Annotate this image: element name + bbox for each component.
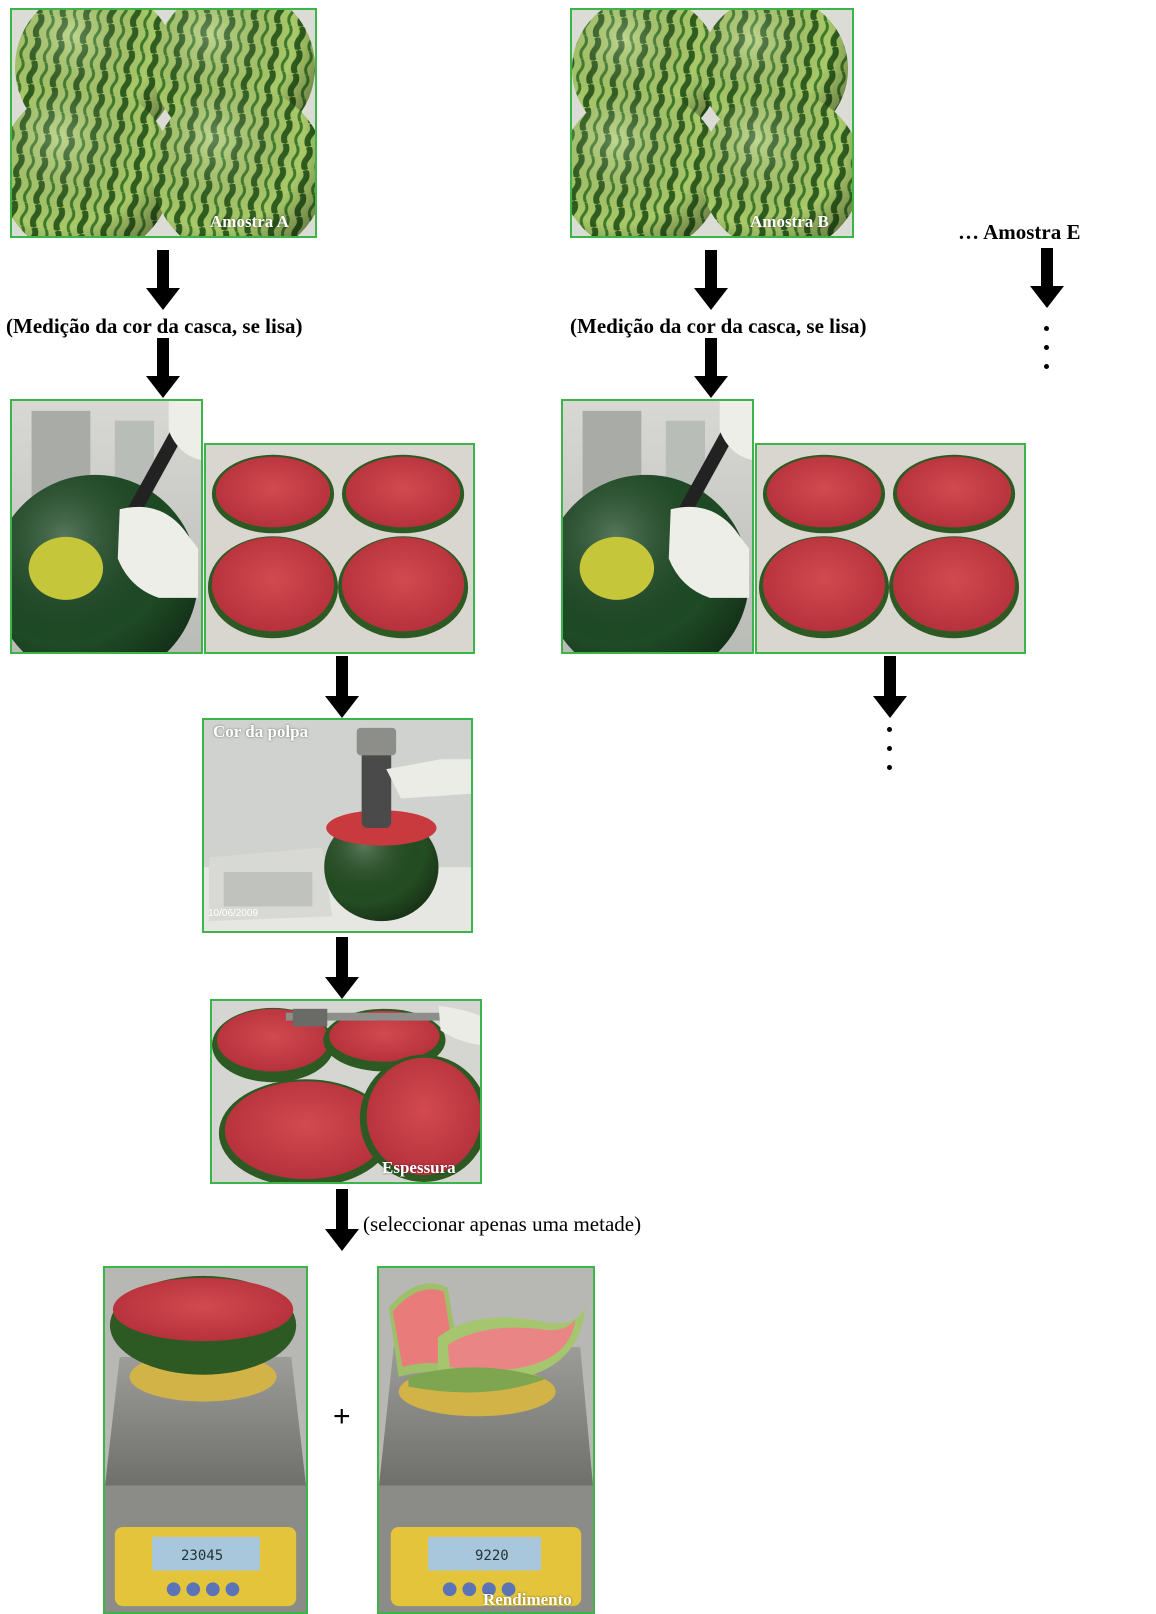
arrow-down-a3 (325, 656, 359, 718)
arrow-down-a2 (146, 338, 180, 398)
sample-e-label: … Amostra E (958, 220, 1081, 244)
continuation-dot (1044, 326, 1049, 331)
left-scale-reading: 23045 (181, 1548, 224, 1564)
arrow-down-a1 (146, 250, 180, 310)
pulp-color-caption: Cor da polpa (213, 722, 309, 741)
sample-a-photo: Amostra A (10, 8, 317, 238)
continuation-dot (887, 765, 892, 770)
continuation-dot (1044, 364, 1049, 369)
weighing-rind-photo: 9220 Rendimento (377, 1266, 595, 1614)
sample-b-photo: Amostra B (570, 8, 854, 238)
halves-photo-a (204, 443, 475, 654)
thickness-caption: Espessura (382, 1158, 456, 1177)
arrow-down-b2 (694, 338, 728, 398)
continuation-dot (887, 727, 892, 732)
continuation-dot (1044, 345, 1049, 350)
arrow-down-e1 (1030, 248, 1064, 308)
pulp-color-photo: Cor da polpa 10/06/2009 (202, 718, 473, 933)
sample-b-caption: Amostra B (750, 212, 829, 231)
arrow-down-a4 (325, 937, 359, 999)
rind-measurement-photo-a (10, 399, 203, 654)
plus-sign: + (333, 1400, 351, 1433)
halves-photo-b (755, 443, 1026, 654)
right-scale-reading: 9220 (475, 1548, 509, 1564)
arrow-down-a5 (325, 1189, 359, 1251)
thickness-photo: Espessura (210, 999, 482, 1184)
rind-color-step-a: (Medição da cor da casca, se lisa) (6, 314, 303, 338)
weighing-half-photo: 23045 (103, 1266, 308, 1614)
arrow-down-b3 (873, 656, 907, 718)
select-half-note: (seleccionar apenas uma metade) (363, 1212, 642, 1236)
sample-a-caption: Amostra A (210, 212, 289, 231)
pulp-photo-date: 10/06/2009 (208, 908, 259, 919)
arrow-down-b1 (694, 250, 728, 310)
continuation-dot (887, 746, 892, 751)
rind-color-step-b: (Medição da cor da casca, se lisa) (570, 314, 867, 338)
rind-measurement-photo-b (561, 399, 754, 654)
yield-caption: Rendimento (483, 1590, 572, 1609)
